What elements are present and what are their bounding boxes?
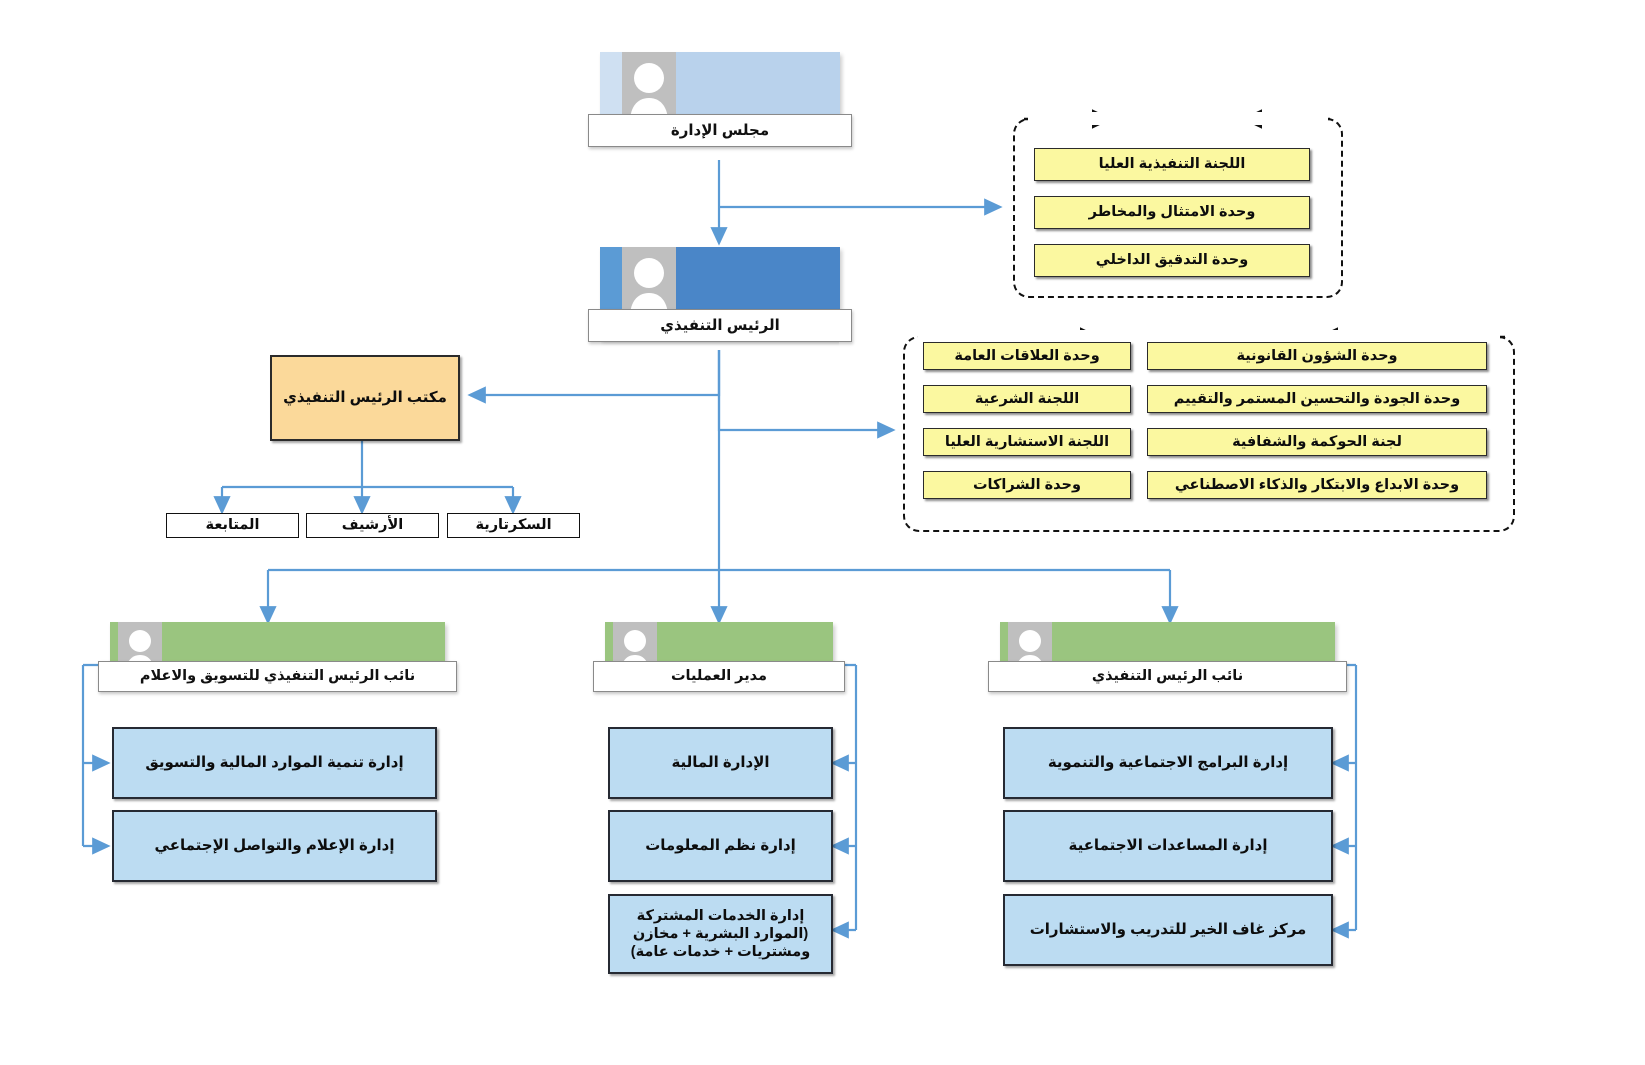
division-head-vp-deputy-ceo[interactable]: نائب الرئيس التنفيذي <box>988 622 1347 700</box>
division-head-namebar[interactable]: نائب الرئيس التنفيذي للتسويق والاعلام <box>98 661 457 692</box>
ceo-staff-left-2[interactable]: اللجنة الاستشارية العليا <box>923 428 1131 456</box>
node-board-label: مجلس الإدارة <box>670 121 770 139</box>
division-unit-operations-manager-1[interactable]: إدارة نظم المعلومات <box>608 810 833 882</box>
namebar-notch-left <box>988 690 1001 700</box>
node-board-namebar[interactable]: مجلس الإدارة <box>588 114 852 147</box>
division-unit-operations-manager-0[interactable]: الإدارة المالية <box>608 727 833 799</box>
board-staff-item-label: اللجنة التنفيذية العليا <box>1098 156 1246 173</box>
ceo-staff-item-label: اللجنة الاستشارية العليا <box>944 433 1110 450</box>
ceo-staff-left-3[interactable]: وحدة الشراكات <box>923 471 1131 499</box>
board-staff-item-0[interactable]: اللجنة التنفيذية العليا <box>1034 148 1310 181</box>
board-staff-item-label: وحدة التدقيق الداخلي <box>1095 252 1249 269</box>
division-head-vp-marketing-media[interactable]: نائب الرئيس التنفيذي للتسويق والاعلام <box>98 622 457 700</box>
division-head-operations-manager[interactable]: مدير العمليات <box>593 622 845 700</box>
namebar-notch-right <box>839 340 852 350</box>
ceo-staff-left-1[interactable]: اللجنة الشرعية <box>923 385 1131 413</box>
division-unit-operations-manager-2[interactable]: إدارة الخدمات المشتركة (الموارد البشرية … <box>608 894 833 974</box>
namebar-notch-left <box>588 340 601 350</box>
ceo-staff-item-label: وحدة الجودة والتحسين المستمر والتقييم <box>1173 390 1461 407</box>
board-staff-item-2[interactable]: وحدة التدقيق الداخلي <box>1034 244 1310 277</box>
division-head-label: نائب الرئيس التنفيذي <box>1091 668 1244 685</box>
ceo-staff-item-label: لجنة الحوكمة والشفافية <box>1232 433 1402 450</box>
ceo-staff-item-label: وحدة الشؤون القانونية <box>1236 347 1398 364</box>
division-unit-label: إدارة المساعدات الاجتماعية <box>1068 836 1268 854</box>
ceo-office-child-archive[interactable]: الأرشيف <box>306 513 439 538</box>
namebar-notch-left <box>588 145 601 155</box>
ceo-staff-right-3[interactable]: وحدة الابداع والابتكار والذكاء الاصطناعي <box>1147 471 1487 499</box>
namebar-notch-right <box>444 690 457 700</box>
node-ceo-label: الرئيس التنفيذي <box>660 316 780 334</box>
ceo-office-child-label: السكرتارية <box>475 517 552 534</box>
namebar-notch-right <box>832 690 845 700</box>
division-unit-vp-deputy-ceo-2[interactable]: مركز غاف الخير للتدريب والاستشارات <box>1003 894 1333 966</box>
division-unit-vp-marketing-media-1[interactable]: إدارة الإعلام والتواصل الإجتماعي <box>112 810 437 882</box>
ceo-staff-item-label: وحدة الشراكات <box>972 476 1082 493</box>
division-unit-label: إدارة نظم المعلومات <box>645 836 796 854</box>
division-unit-label: إدارة تنمية الموارد المالية والتسويق <box>145 753 404 771</box>
division-unit-label: إدارة البرامج الاجتماعية والتنموية <box>1047 753 1289 771</box>
division-unit-label: الإدارة المالية <box>671 753 770 771</box>
division-head-namebar[interactable]: نائب الرئيس التنفيذي <box>988 661 1347 692</box>
ceo-staff-right-1[interactable]: وحدة الجودة والتحسين المستمر والتقييم <box>1147 385 1487 413</box>
ceo-office-child-label: المتابعة <box>205 517 260 534</box>
board-staff-item-1[interactable]: وحدة الامتثال والمخاطر <box>1034 196 1310 229</box>
ceo-staff-item-label: وحدة العلاقات العامة <box>954 347 1100 364</box>
dash-frame-top-gap <box>918 330 1500 343</box>
ceo-office-child-followup[interactable]: المتابعة <box>166 513 299 538</box>
node-ceo[interactable]: الرئيس التنفيذي <box>588 247 852 350</box>
namebar-notch-left <box>98 690 111 700</box>
node-ceo-office-label: مكتب الرئيس التنفيذي <box>283 388 447 406</box>
namebar-notch-right <box>1334 690 1347 700</box>
ceo-staff-item-label: اللجنة الشرعية <box>974 390 1080 407</box>
node-ceo-office[interactable]: مكتب الرئيس التنفيذي <box>270 355 460 441</box>
board-staff-item-label: وحدة الامتثال والمخاطر <box>1088 204 1256 221</box>
dash-frame-top-gap <box>1028 112 1328 125</box>
division-unit-label: إدارة الإعلام والتواصل الإجتماعي <box>154 836 395 854</box>
division-unit-label: إدارة الخدمات المشتركة (الموارد البشرية … <box>630 907 811 961</box>
ceo-staff-item-label: وحدة الابداع والابتكار والذكاء الاصطناعي <box>1174 476 1460 493</box>
division-unit-vp-deputy-ceo-0[interactable]: إدارة البرامج الاجتماعية والتنموية <box>1003 727 1333 799</box>
ceo-office-child-label: الأرشيف <box>341 517 404 534</box>
ceo-office-child-secretariat[interactable]: السكرتارية <box>447 513 580 538</box>
node-ceo-namebar[interactable]: الرئيس التنفيذي <box>588 309 852 342</box>
ceo-staff-right-0[interactable]: وحدة الشؤون القانونية <box>1147 342 1487 370</box>
division-unit-vp-marketing-media-0[interactable]: إدارة تنمية الموارد المالية والتسويق <box>112 727 437 799</box>
ceo-staff-left-0[interactable]: وحدة العلاقات العامة <box>923 342 1131 370</box>
division-unit-vp-deputy-ceo-1[interactable]: إدارة المساعدات الاجتماعية <box>1003 810 1333 882</box>
ceo-staff-right-2[interactable]: لجنة الحوكمة والشفافية <box>1147 428 1487 456</box>
division-head-label: مدير العمليات <box>670 668 768 685</box>
node-board[interactable]: مجلس الإدارة <box>588 52 852 155</box>
division-unit-label: مركز غاف الخير للتدريب والاستشارات <box>1029 920 1307 938</box>
division-head-namebar[interactable]: مدير العمليات <box>593 661 845 692</box>
namebar-notch-left <box>593 690 606 700</box>
division-head-label: نائب الرئيس التنفيذي للتسويق والاعلام <box>139 668 416 685</box>
namebar-notch-right <box>839 145 852 155</box>
